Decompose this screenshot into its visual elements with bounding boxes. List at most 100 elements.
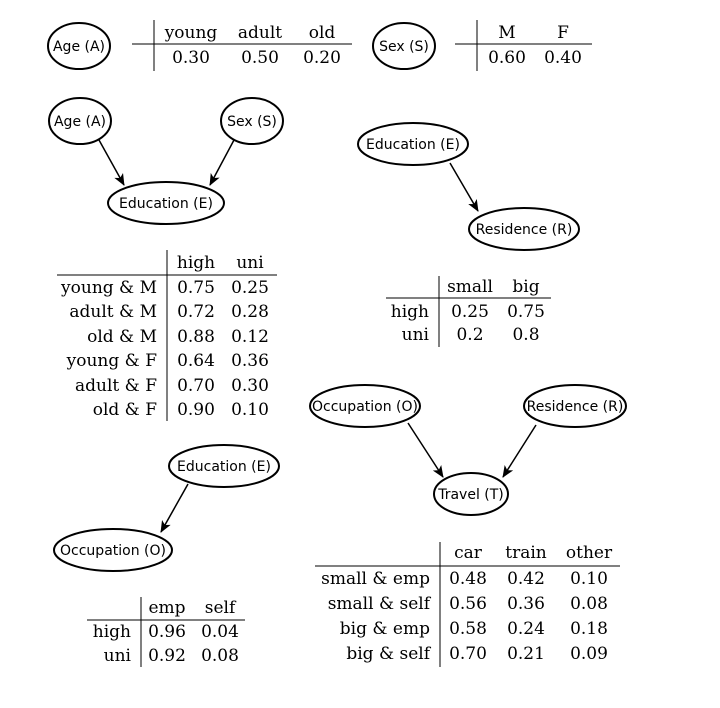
residence-cell: 0.75 — [507, 302, 545, 322]
education-cell: 0.75 — [177, 278, 215, 298]
node-residence-2-label: Residence (R) — [527, 399, 624, 415]
travel-cell: 0.70 — [449, 644, 487, 664]
age-val-adult: 0.50 — [241, 48, 279, 68]
occupation-col-emp: emp — [148, 598, 185, 618]
residence-cpt-table: small big high 0.25 0.75 uni 0.2 0.8 — [386, 276, 551, 347]
education-row-label: adult & M — [69, 302, 157, 322]
education-cell: 0.10 — [231, 400, 269, 420]
travel-row-label: small & self — [328, 594, 432, 614]
node-occupation-1: Occupation (O) — [53, 528, 173, 572]
travel-cell: 0.42 — [507, 569, 545, 589]
occupation-cell: 0.96 — [148, 622, 186, 642]
node-sex-label: Sex (S) — [227, 114, 277, 130]
travel-cell: 0.10 — [570, 569, 608, 589]
node-age: Age (A) — [48, 97, 112, 145]
node-education-1: Education (E) — [107, 181, 225, 225]
edge-residence-travel — [502, 424, 537, 478]
education-cell: 0.36 — [231, 351, 269, 371]
node-occupation-2: Occupation (O) — [309, 384, 421, 428]
travel-col-train: train — [505, 543, 547, 563]
travel-cell: 0.56 — [449, 594, 487, 614]
education-col-high: high — [177, 253, 215, 273]
education-cell: 0.12 — [231, 327, 269, 347]
node-residence-1: Residence (R) — [468, 207, 580, 251]
sex-col-f: F — [557, 23, 569, 43]
age-col-young: young — [164, 23, 218, 43]
edge-sex-education — [209, 139, 235, 186]
education-row-label: old & F — [93, 400, 157, 420]
education-cpt-table: high uni young & M 0.75 0.25 adult & M 0… — [57, 250, 277, 421]
node-education-1-label: Education (E) — [119, 196, 213, 212]
residence-col-small: small — [447, 277, 493, 297]
education-cell: 0.72 — [177, 302, 215, 322]
occupation-cell: 0.92 — [148, 646, 186, 666]
age-val-young: 0.30 — [172, 48, 210, 68]
node-sex-top-label: Sex (S) — [379, 39, 429, 55]
node-age-top: Age (A) — [47, 22, 111, 70]
node-travel: Travel (T) — [433, 472, 509, 516]
education-cell: 0.25 — [231, 278, 269, 298]
edge-education-residence — [449, 162, 479, 212]
residence-cell: 0.25 — [451, 302, 489, 322]
education-cell: 0.70 — [177, 376, 215, 396]
travel-cell: 0.08 — [570, 594, 608, 614]
edge-age-education — [98, 139, 125, 186]
node-occupation-1-label: Occupation (O) — [60, 543, 166, 559]
education-row-label: young & F — [66, 351, 158, 371]
education-cell: 0.64 — [177, 351, 215, 371]
travel-cell: 0.18 — [570, 619, 608, 639]
travel-cell: 0.58 — [449, 619, 487, 639]
travel-row-label: big & self — [346, 644, 431, 664]
travel-cell: 0.36 — [507, 594, 545, 614]
occupation-cell: 0.08 — [201, 646, 239, 666]
node-education-2-label: Education (E) — [366, 137, 460, 153]
travel-row-label: big & emp — [340, 619, 430, 639]
age-col-old: old — [309, 23, 336, 43]
node-residence-2: Residence (R) — [523, 384, 627, 428]
node-travel-label: Travel (T) — [437, 487, 504, 503]
education-row-label: adult & F — [75, 376, 157, 396]
travel-cell: 0.09 — [570, 644, 608, 664]
sex-col-m: M — [498, 23, 515, 43]
residence-row-label: uni — [402, 325, 430, 345]
edge-occupation-travel — [407, 422, 444, 478]
education-cell: 0.30 — [231, 376, 269, 396]
education-row-label: old & M — [87, 327, 157, 347]
age-col-adult: adult — [238, 23, 282, 43]
travel-col-other: other — [566, 543, 613, 563]
education-col-uni: uni — [236, 253, 264, 273]
age-val-old: 0.20 — [303, 48, 341, 68]
travel-cell: 0.24 — [507, 619, 545, 639]
occupation-row-label: high — [93, 622, 131, 642]
occupation-row-label: uni — [104, 646, 132, 666]
travel-row-label: small & emp — [321, 569, 430, 589]
residence-cell: 0.2 — [456, 325, 483, 345]
node-education-3: Education (E) — [168, 444, 280, 488]
education-cell: 0.88 — [177, 327, 215, 347]
node-education-3-label: Education (E) — [177, 459, 271, 475]
occupation-cpt-table: emp self high 0.96 0.04 uni 0.92 0.08 — [87, 597, 245, 667]
node-occupation-2-label: Occupation (O) — [312, 399, 418, 415]
residence-col-big: big — [512, 277, 539, 297]
travel-cell: 0.48 — [449, 569, 487, 589]
residence-cell: 0.8 — [512, 325, 539, 345]
travel-cpt-table: car train other small & emp 0.48 0.42 0.… — [315, 542, 620, 667]
travel-cell: 0.21 — [507, 644, 545, 664]
node-sex-top: Sex (S) — [372, 22, 436, 70]
sex-val-m: 0.60 — [488, 48, 526, 68]
node-residence-1-label: Residence (R) — [476, 222, 573, 238]
sex-val-f: 0.40 — [544, 48, 582, 68]
residence-row-label: high — [391, 302, 429, 322]
education-row-label: young & M — [60, 278, 157, 298]
node-education-2: Education (E) — [357, 122, 469, 166]
education-cell: 0.90 — [177, 400, 215, 420]
node-sex: Sex (S) — [220, 97, 284, 145]
edge-education-occupation — [160, 483, 189, 533]
occupation-cell: 0.04 — [201, 622, 239, 642]
age-marginal-table: young adult old 0.30 0.50 0.20 — [132, 20, 352, 71]
node-age-label: Age (A) — [54, 114, 106, 130]
occupation-col-self: self — [205, 598, 237, 618]
sex-marginal-table: M F 0.60 0.40 — [455, 20, 592, 71]
education-cell: 0.28 — [231, 302, 269, 322]
